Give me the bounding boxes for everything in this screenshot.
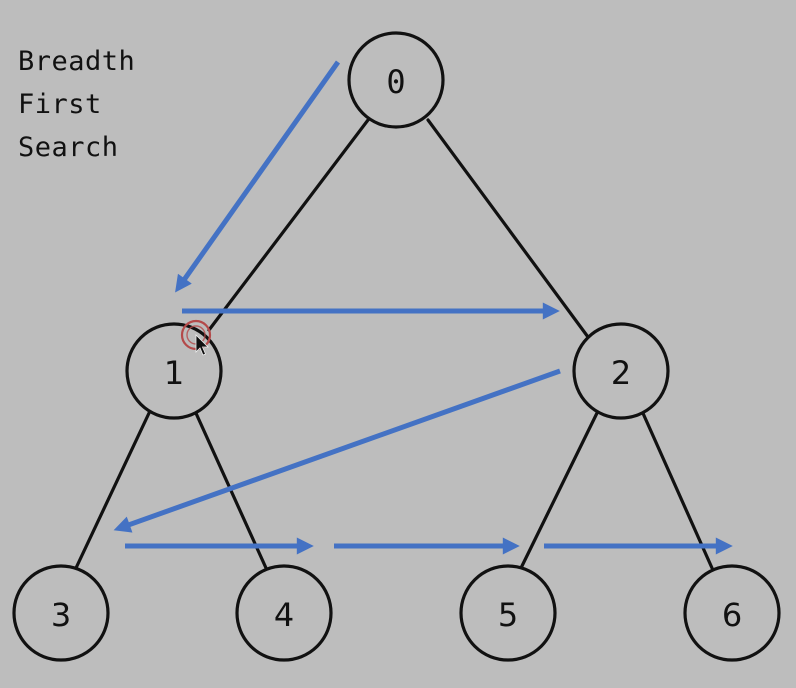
tree-node-1: 1 (125, 322, 223, 420)
tree-node-5: 5 (459, 564, 557, 662)
caption-line-search: Search (18, 132, 119, 163)
tree-node-3: 3 (12, 564, 110, 662)
node-circle (347, 31, 445, 129)
traversal-arrow-2-to-3 (113, 368, 561, 533)
edge-0-1 (207, 118, 370, 332)
node-circle (459, 564, 557, 662)
node-label: 2 (611, 354, 631, 392)
mouse-cursor-icon (180, 319, 212, 356)
tree-node-0: 0 (347, 31, 445, 129)
traversal-arrow-0-to-1 (175, 60, 341, 293)
node-label: 3 (51, 596, 71, 634)
diagram-caption: Breadth First Search (18, 40, 135, 169)
traversal-arrows (113, 60, 733, 555)
node-circle (572, 322, 670, 420)
node-label: 5 (498, 596, 518, 634)
edge-2-6 (640, 409, 714, 570)
node-label: 0 (386, 63, 405, 101)
edge-2-5 (519, 409, 600, 570)
node-circle (235, 564, 333, 662)
node-circle (12, 564, 110, 662)
caption-line-breadth: Breadth (18, 46, 136, 77)
edge-1-3 (74, 409, 152, 570)
caption-line-first: First (18, 89, 102, 120)
tree-node-6: 6 (683, 564, 781, 662)
node-label: 6 (722, 596, 742, 634)
tree-node-4: 4 (235, 564, 333, 662)
node-label: 1 (164, 354, 184, 392)
node-label: 4 (274, 596, 294, 634)
node-circle (683, 564, 781, 662)
cursor-pointer-icon (195, 334, 209, 356)
tree-node-2: 2 (572, 322, 670, 420)
edge-0-2 (426, 118, 590, 339)
